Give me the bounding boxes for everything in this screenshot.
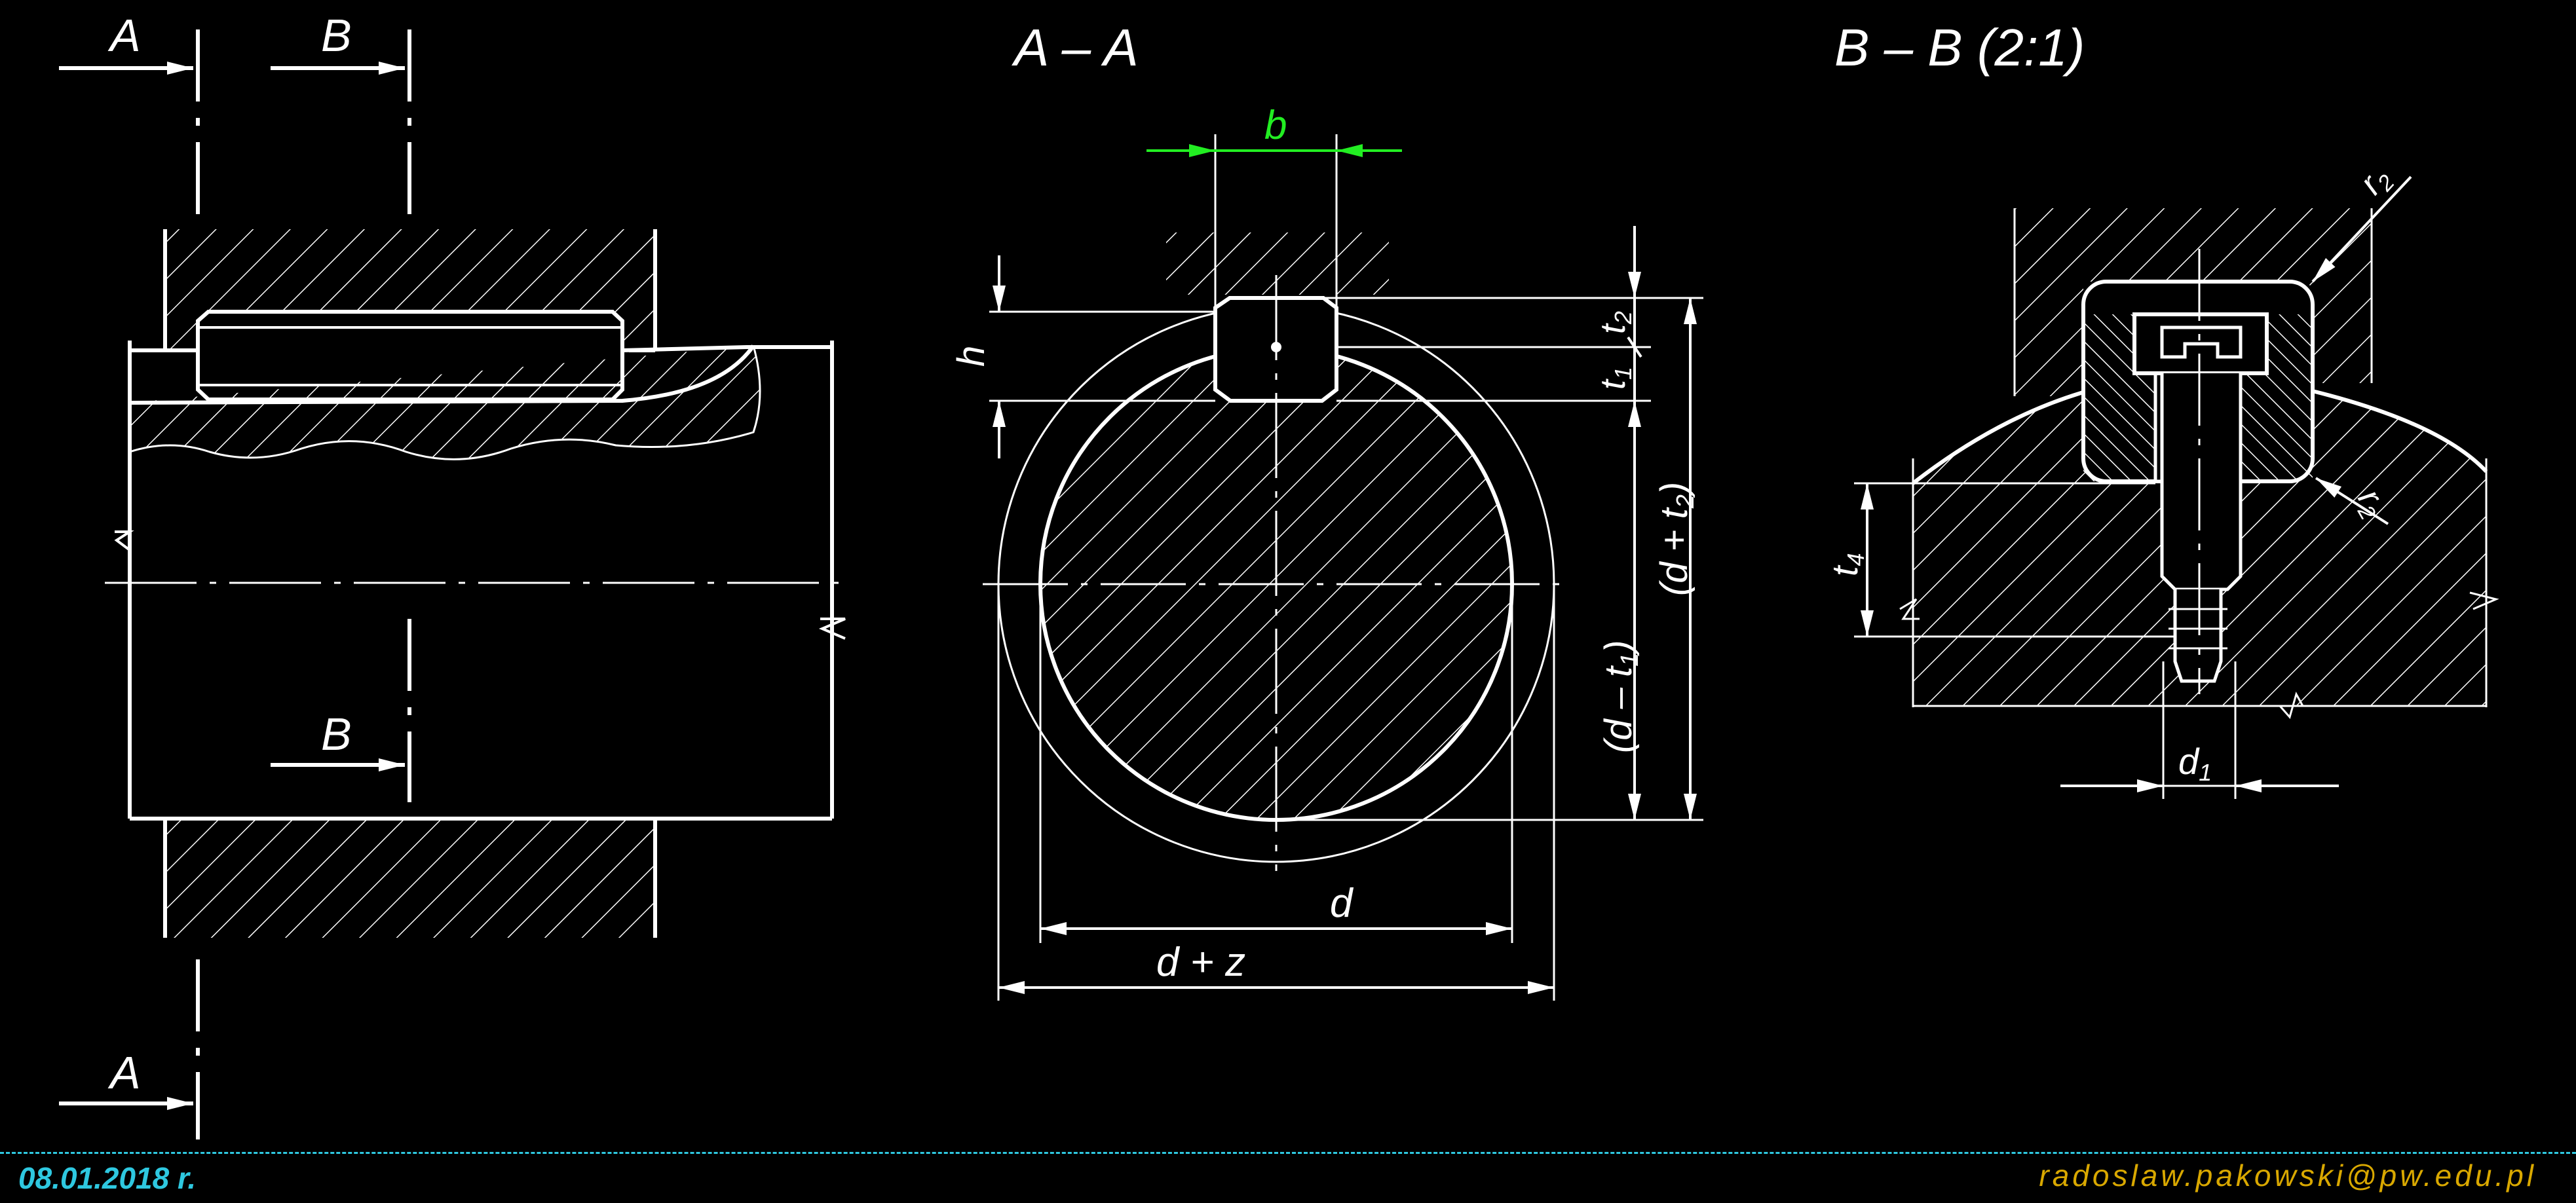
hub-bottom-hatch [165, 819, 655, 938]
footer-divider [0, 1152, 2576, 1154]
section-b-b: B – B (2:1) r2 [1824, 18, 2499, 799]
dim-d-minus-t1: (d – t1) [1276, 401, 1703, 821]
dim-d: d [1039, 584, 1513, 943]
dim-d-plus-t2-label: (d + t2) [1653, 482, 1699, 596]
dim-d-label: d [1330, 881, 1354, 926]
dim-d-plus-z: d + z [997, 584, 1555, 1001]
longitudinal-view: A B B A [59, 10, 848, 1139]
dim-t4-label: t4 [1824, 553, 1869, 576]
cut-b-label-bottom: B [321, 709, 352, 760]
cut-arrow-a-top: A [59, 10, 193, 75]
footer-email[interactable]: radoslaw.pakowski@pw.edu.pl [2039, 1158, 2537, 1193]
dim-d1: d1 [2060, 661, 2339, 799]
dim-t4: t4 [1824, 482, 2175, 638]
dim-t2-label: t2 [1593, 311, 1637, 334]
cut-arrow-b-top: B [271, 10, 405, 75]
dim-t1-t2: t2 t1 [1323, 226, 1703, 458]
dim-b-label: b [1264, 103, 1287, 148]
dim-h: h [950, 255, 1215, 458]
hub-hatch-bb [2015, 208, 2372, 396]
footer-date: 08.01.2018 r. [18, 1161, 197, 1195]
dim-h-label: h [950, 346, 993, 367]
hub-hatch-aa [1166, 232, 1389, 295]
section-a-a: A – A b h [950, 18, 1703, 1001]
section-aa-title: A – A [1012, 18, 1139, 77]
dim-d-minus-t1-label: (d – t1) [1597, 640, 1644, 753]
dim-dz-label: d + z [1156, 940, 1245, 985]
cut-arrow-a-bottom: A [59, 1047, 193, 1110]
cut-b-label-top: B [321, 10, 352, 61]
cut-arrow-b-bottom: B [271, 709, 405, 771]
cut-a-label-top: A [107, 10, 141, 61]
dim-t1-label: t1 [1593, 367, 1637, 390]
section-bb-title: B – B (2:1) [1834, 18, 2085, 77]
cut-a-label-bottom: A [107, 1047, 141, 1098]
dim-b: b [1146, 103, 1402, 308]
dim-d1-label: d1 [2178, 741, 2212, 786]
dim-d-plus-t2: (d + t2) [1653, 298, 1699, 820]
shaft-breakout-hatch [128, 345, 761, 460]
